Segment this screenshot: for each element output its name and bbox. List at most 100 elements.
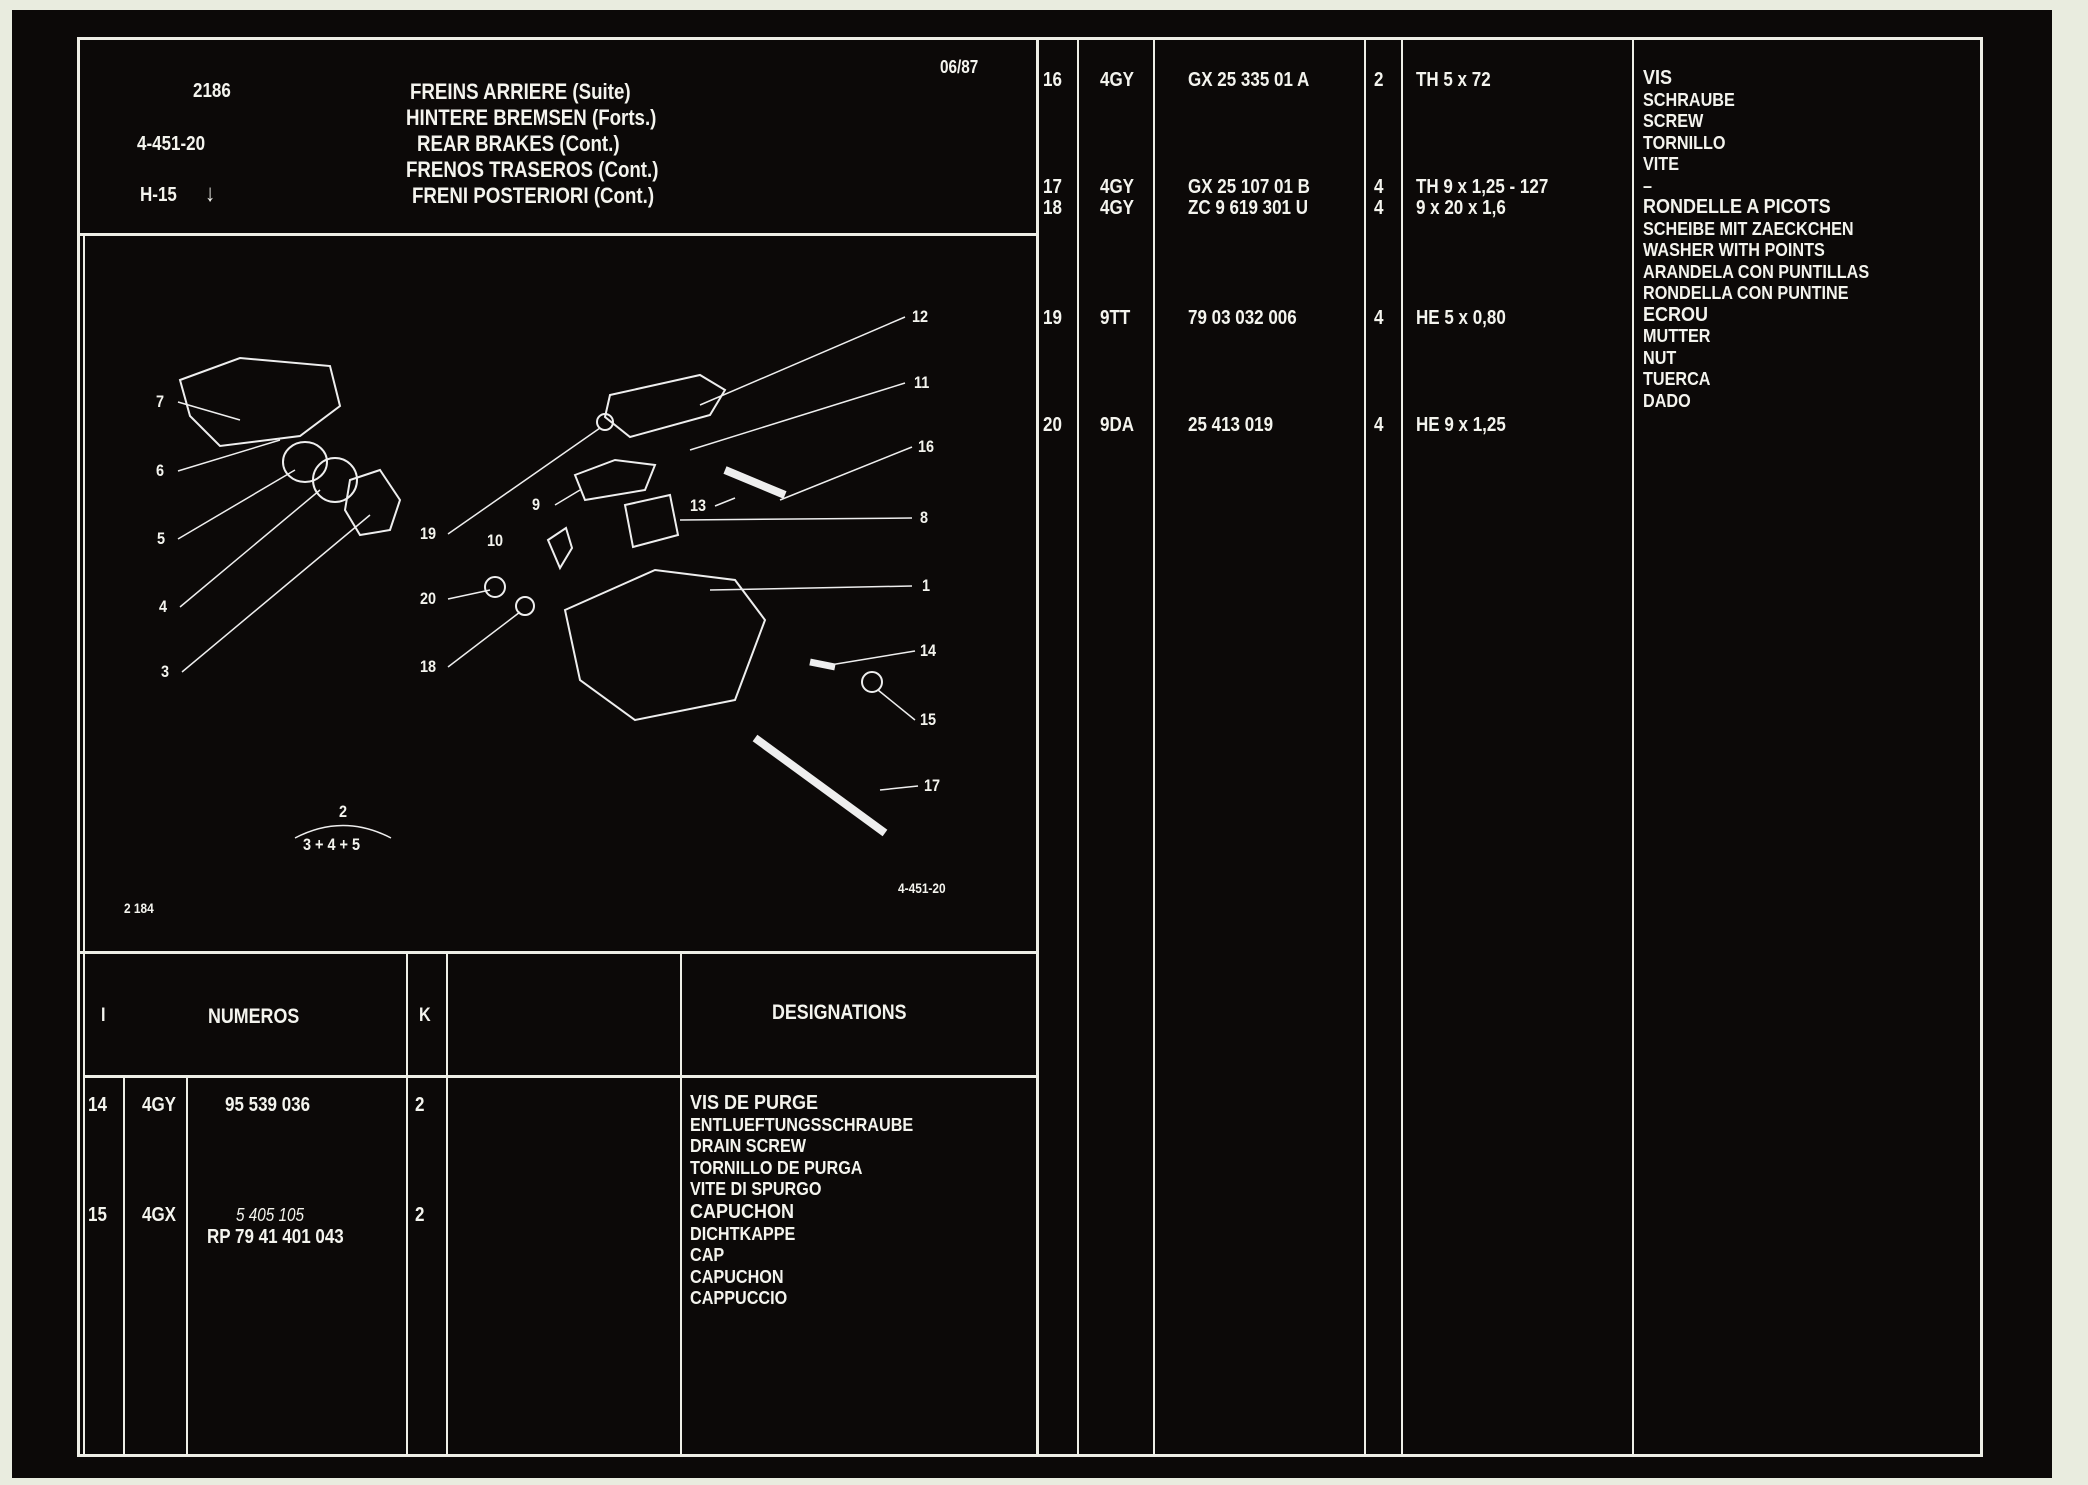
row-number: 79 03 032 006	[1188, 307, 1297, 329]
washer-part	[515, 596, 535, 616]
col-line	[680, 952, 682, 1455]
panel-divider	[1036, 37, 1039, 1457]
group-note-bottom: 3 + 4 + 5	[303, 835, 361, 854]
row-qty: 4	[1374, 414, 1384, 436]
col-line	[1632, 37, 1634, 1457]
row-number: GX 25 335 01 A	[1188, 69, 1310, 91]
callout-19: 19	[420, 524, 437, 543]
row-spec: HE 5 x 0,80	[1416, 307, 1506, 329]
callout-10: 10	[487, 531, 504, 550]
left-panel-inner-line	[83, 233, 85, 1457]
callout-11: 11	[914, 373, 930, 392]
col-line	[1364, 37, 1366, 1457]
desc-es: ARANDELA CON PUNTILLAS	[1643, 261, 1870, 282]
desc-it: VITE DI SPURGO	[690, 1179, 822, 1199]
group-note-top: 2	[339, 802, 348, 821]
callout-20: 20	[420, 589, 437, 608]
desc-en: SCREW	[1643, 111, 1704, 131]
col-line	[446, 952, 448, 1455]
row-spec: HE 9 x 1,25	[1416, 414, 1506, 436]
clip-part	[573, 458, 657, 502]
callout-8: 8	[920, 508, 929, 527]
desc-es: CAPUCHON	[690, 1266, 784, 1287]
row-qty: 2	[1374, 69, 1384, 91]
row-number-alt: RP 79 41 401 043	[207, 1226, 344, 1248]
pin-part	[723, 466, 787, 499]
bolt-part	[752, 734, 888, 837]
callout-17: 17	[924, 776, 941, 795]
col-line	[123, 1075, 125, 1455]
reference-number: 4-451-20	[137, 133, 206, 155]
page-number: 2186	[193, 80, 231, 102]
callout-12: 12	[912, 307, 929, 326]
down-arrow-icon: ↓	[205, 180, 216, 207]
callout-4: 4	[159, 597, 168, 616]
desc-de: SCHRAUBE	[1643, 89, 1735, 110]
row-code: 4GY	[142, 1094, 177, 1116]
col-line	[1153, 37, 1155, 1457]
callout-13: 13	[690, 496, 707, 515]
row-code: 9DA	[1100, 414, 1135, 436]
figure-number-right: 4-451-20	[898, 880, 946, 896]
col-header-designations: DESIGNATIONS	[772, 1001, 907, 1024]
callout-18: 18	[420, 657, 437, 676]
callout-7: 7	[156, 392, 165, 411]
row-index: 18	[1043, 197, 1062, 219]
col-header-qty: K	[419, 1005, 431, 1026]
row-code: 4GY	[1100, 69, 1135, 91]
desc-dash: –	[1643, 175, 1653, 196]
header-divider	[77, 233, 1039, 236]
caliper-body-part	[563, 568, 767, 722]
cap-part	[861, 671, 883, 693]
caliper-bracket-part	[178, 356, 342, 448]
section-code: H-15	[140, 184, 177, 206]
row-index: 20	[1043, 414, 1062, 436]
callout-1: 1	[922, 576, 931, 595]
bleed-screw-part	[809, 658, 836, 671]
row-spec: TH 9 x 1,25 - 127	[1416, 176, 1549, 198]
desc-fr: ECROU	[1643, 303, 1709, 326]
figure-number-left: 2 184	[124, 900, 154, 916]
row-number: ZC 9 619 301 U	[1188, 197, 1309, 219]
desc-fr: CAPUCHON	[690, 1201, 795, 1223]
row-index: 16	[1043, 69, 1062, 91]
frame-bottom	[77, 1454, 1982, 1457]
row-number: 25 413 019	[1188, 414, 1274, 436]
diagram-divider	[77, 951, 1039, 954]
desc-it: CAPPUCCIO	[690, 1288, 788, 1308]
row-qty: 4	[1374, 307, 1384, 329]
seal-part	[282, 441, 328, 483]
row-number: GX 25 107 01 B	[1188, 176, 1310, 198]
desc-it: VITE	[1643, 154, 1680, 174]
piston-part	[343, 468, 402, 537]
frame-right	[1980, 37, 1983, 1457]
desc-en: WASHER WITH POINTS	[1643, 240, 1825, 260]
row-designation: VIS DE PURGE ENTLUEFTUNGSSCHRAUBE DRAIN …	[690, 1092, 913, 1201]
row-code: 4GX	[142, 1204, 177, 1226]
row-number: 95 539 036	[225, 1094, 311, 1116]
desc-fr: VIS	[1643, 67, 1673, 89]
title-en: REAR BRAKES (Cont.)	[417, 131, 620, 156]
row-qty: 4	[1374, 197, 1384, 219]
desc-fr: RONDELLE A PICOTS	[1643, 196, 1831, 218]
row-index: 15	[88, 1204, 107, 1226]
desc-de: MUTTER	[1643, 326, 1711, 346]
col-header-numbers: NUMEROS	[208, 1005, 300, 1028]
desc-es: TORNILLO	[1643, 132, 1726, 153]
row-designation: CAPUCHON DICHTKAPPE CAP CAPUCHON CAPPUCC…	[690, 1201, 795, 1310]
table-header-divider	[83, 1075, 1039, 1078]
row-spec: 9 x 20 x 1,6	[1416, 197, 1506, 219]
title-de: HINTERE BREMSEN (Forts.)	[406, 105, 657, 130]
callout-16: 16	[918, 437, 935, 456]
desc-it: RONDELLA CON PUNTINE	[1643, 283, 1849, 303]
callout-6: 6	[156, 461, 165, 480]
desc-en: CAP	[690, 1245, 725, 1265]
callout-5: 5	[157, 529, 166, 548]
col-line	[1401, 37, 1403, 1457]
desc-en: NUT	[1643, 347, 1677, 368]
row-qty: 2	[415, 1204, 425, 1226]
title-es: FRENOS TRASEROS (Cont.)	[406, 157, 659, 182]
row-index: 17	[1043, 176, 1062, 198]
parts-sheet	[12, 10, 2052, 1478]
row-index: 19	[1043, 307, 1062, 329]
